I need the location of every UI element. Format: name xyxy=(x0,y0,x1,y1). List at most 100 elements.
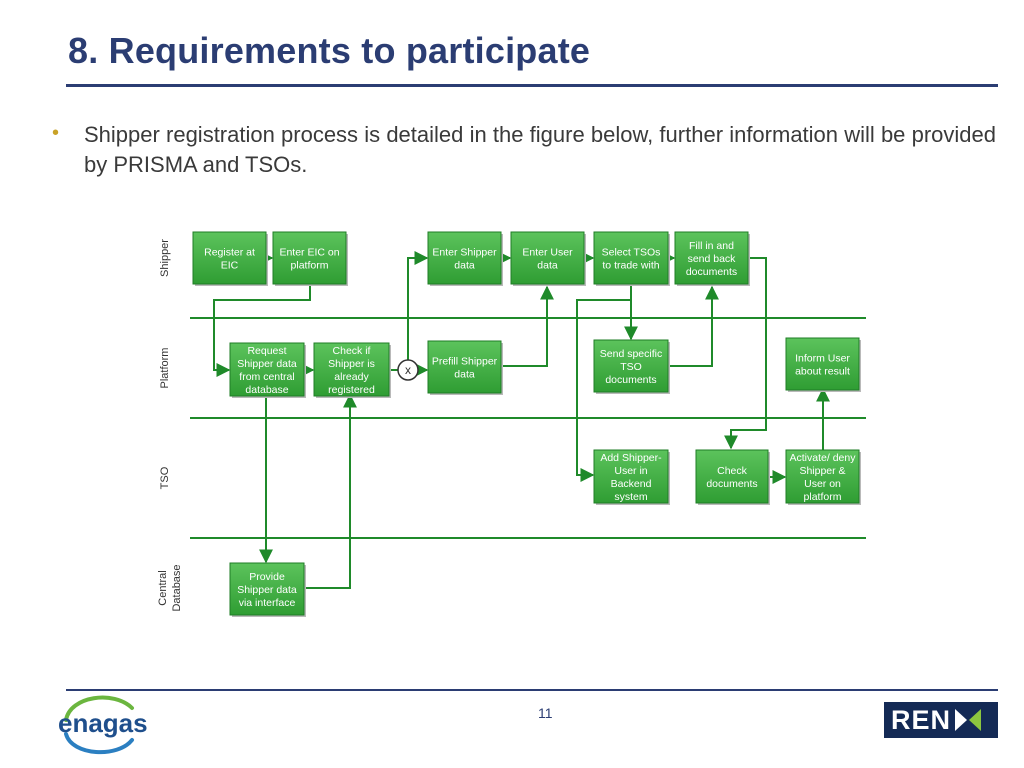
box-label-line: Inform User xyxy=(795,353,850,365)
lane-label-tso: TSO xyxy=(159,466,171,489)
gateway-label: x xyxy=(405,363,411,377)
box-label-line: Fill in and xyxy=(689,240,734,252)
box-label-line: TSO xyxy=(620,361,642,373)
box-rect xyxy=(229,342,305,397)
box-rect xyxy=(593,339,669,393)
box-label-line: send back xyxy=(688,253,737,265)
box-label-line: platform xyxy=(804,491,842,503)
box-label-line: Select TSOs xyxy=(602,247,661,259)
box-label-line: Provide xyxy=(249,571,285,583)
lane-separators xyxy=(190,317,866,539)
box-label-line: Request xyxy=(247,345,286,357)
connector-fill-check-docs xyxy=(724,257,767,450)
box-label-line: data xyxy=(537,260,558,272)
box-rect xyxy=(427,340,502,394)
box-label-line: Enter EIC on xyxy=(279,247,339,259)
page-number: 11 xyxy=(538,705,553,721)
lane-labels: Shipper Platform TSO Central Database xyxy=(157,239,183,612)
title-rule xyxy=(66,84,998,87)
footer-rule xyxy=(66,689,998,691)
box-label-line: system xyxy=(614,491,648,503)
box-rect xyxy=(785,337,860,391)
bullet-text: Shipper registration process is detailed… xyxy=(84,122,996,177)
box-rect xyxy=(192,231,267,285)
connector-prefill-enter-user xyxy=(501,285,554,367)
lane-label-shipper: Shipper xyxy=(159,239,171,277)
box-label-line: Add Shipper- xyxy=(600,452,662,464)
box-label-line: Shipper data xyxy=(237,584,297,596)
box-label-line: Check if xyxy=(333,345,371,357)
gateway: x xyxy=(397,359,419,381)
box-rect xyxy=(427,231,502,285)
ren-logo: REN xyxy=(884,702,998,738)
box-label-line: Send specific xyxy=(600,348,662,360)
lane-label-central: Central xyxy=(157,570,169,605)
box-label-line: from central xyxy=(239,371,294,383)
box-label-line: Backend xyxy=(611,478,652,490)
box-label-line: User on xyxy=(804,478,841,490)
box-rect xyxy=(785,449,860,504)
box-rect xyxy=(272,231,347,285)
lane-label-platform: Platform xyxy=(159,348,171,389)
connector-send-docs-fill xyxy=(668,285,719,367)
box-label-line: Shipper is xyxy=(328,358,375,370)
box-label-line: platform xyxy=(291,260,329,272)
box-label-line: database xyxy=(245,384,288,396)
box-label-line: Enter User xyxy=(522,247,573,259)
box-rect xyxy=(674,231,749,285)
box-label-line: Register at xyxy=(204,247,255,259)
box-rect xyxy=(593,449,669,504)
box-label-line: User in xyxy=(614,465,647,477)
box-label-line: to trade with xyxy=(602,260,659,272)
connectors xyxy=(213,251,830,589)
slide-title: 8. Requirements to participate xyxy=(68,30,591,71)
connector-select-add-shipper xyxy=(576,285,632,482)
box-label-line: Activate/ deny xyxy=(790,452,857,464)
connector-gateway-enter-shipper xyxy=(407,251,429,360)
ren-logo-mark xyxy=(955,709,982,731)
svg-text:enagas: enagas xyxy=(58,708,148,738)
box-label-line: documents xyxy=(686,266,737,278)
box-label-line: about result xyxy=(795,366,850,378)
box-rect xyxy=(313,342,390,397)
box-label-line: EIC xyxy=(221,260,239,272)
box-label-line: Shipper data xyxy=(237,358,297,370)
box-rect xyxy=(510,231,585,285)
box-label-line: Enter Shipper xyxy=(432,247,497,259)
box-label-line: Prefill Shipper xyxy=(432,356,498,368)
lane-label-database: Database xyxy=(171,564,183,611)
box-label-line: documents xyxy=(605,374,656,386)
box-label-line: documents xyxy=(706,478,757,490)
connector-enter-eic-request xyxy=(213,285,311,377)
enagas-logo: enagas xyxy=(58,695,148,754)
box-label-line: registered xyxy=(328,384,375,396)
connector-provide-check xyxy=(304,393,357,589)
box-label-line: already xyxy=(334,371,369,383)
bullet-dot: • xyxy=(52,122,60,144)
box-label-line: Shipper & xyxy=(799,465,845,477)
box-label-line: Check xyxy=(717,465,748,477)
box-label-line: via interface xyxy=(239,597,296,609)
box-label-line: data xyxy=(454,369,475,381)
box-rect xyxy=(593,231,669,285)
ren-logo-text: REN xyxy=(891,704,952,735)
box-rect xyxy=(695,449,769,504)
box-label-line: data xyxy=(454,260,475,272)
